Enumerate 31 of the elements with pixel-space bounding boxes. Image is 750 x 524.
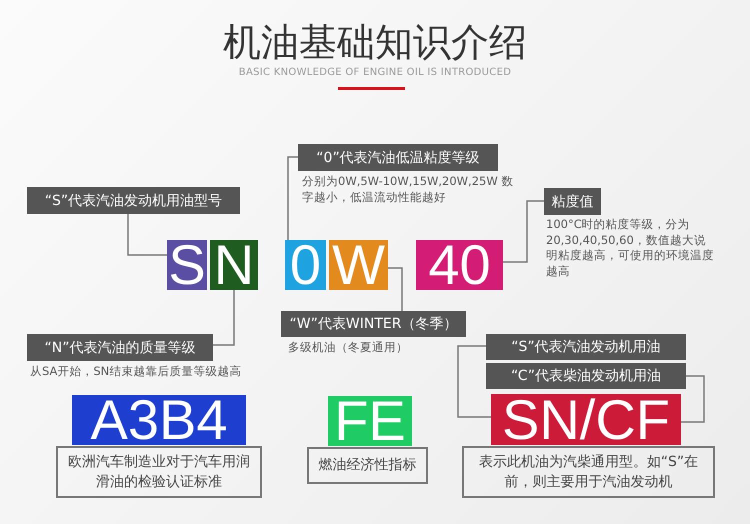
label-tag: “N”代表汽油的质量等级: [27, 334, 213, 361]
label-tag: “0”代表汽油低温粘度等级: [298, 144, 498, 171]
code-tile: 0: [285, 240, 326, 290]
connector-line: [213, 290, 235, 346]
label-tag: “S”代表汽油发动机用油: [486, 334, 686, 360]
description-text: 分别为0W,5W-10W,15W,20W,25W 数字越小，低温流动性能越好: [302, 174, 514, 206]
label-tag: “C”代表柴油发动机用油: [486, 363, 686, 389]
code-tile: A3B4: [72, 395, 246, 445]
code-tile: SN/CF: [491, 394, 681, 445]
code-tile: FE: [328, 396, 412, 446]
code-tile: S: [167, 240, 207, 290]
code-tile: W: [329, 240, 388, 290]
connector-line: [287, 156, 298, 240]
description-text: 从SA开始，SN结束越靠后质量等级越高: [30, 364, 242, 380]
description-card: 欧洲汽车制造业对于汽车用润滑油的检验认证标准: [56, 446, 262, 498]
subtitle: BASIC KNOWLEDGE OF ENGINE OIL IS INTRODUCED: [238, 67, 512, 78]
description-text: 多级机油（冬夏通用）: [288, 340, 409, 356]
connector-line: [681, 375, 705, 423]
code-tile: 40: [416, 240, 503, 290]
code-tile: N: [210, 240, 258, 290]
connector-line: [388, 267, 403, 311]
title: 机油基础知识介绍: [222, 20, 528, 66]
connector-line: [457, 345, 491, 418]
description-card: 燃油经济性指标: [307, 447, 428, 484]
label-tag: 粘度值: [544, 188, 601, 215]
label-tag: “W”代表WINTER（冬季）: [281, 311, 466, 337]
description-text: 100°C时的粘度等级，分为20,30,40,50,60，数值越大说明粘度越高，可使用的环境温度越高: [546, 217, 715, 280]
connector-line: [503, 200, 544, 263]
description-card: 表示此机油为汽柴通用型。如“S”在前，则主要用于汽油发动机: [462, 446, 715, 498]
connector-line: [127, 214, 167, 256]
label-tag: “S”代表汽油发动机用油型号: [27, 187, 240, 214]
